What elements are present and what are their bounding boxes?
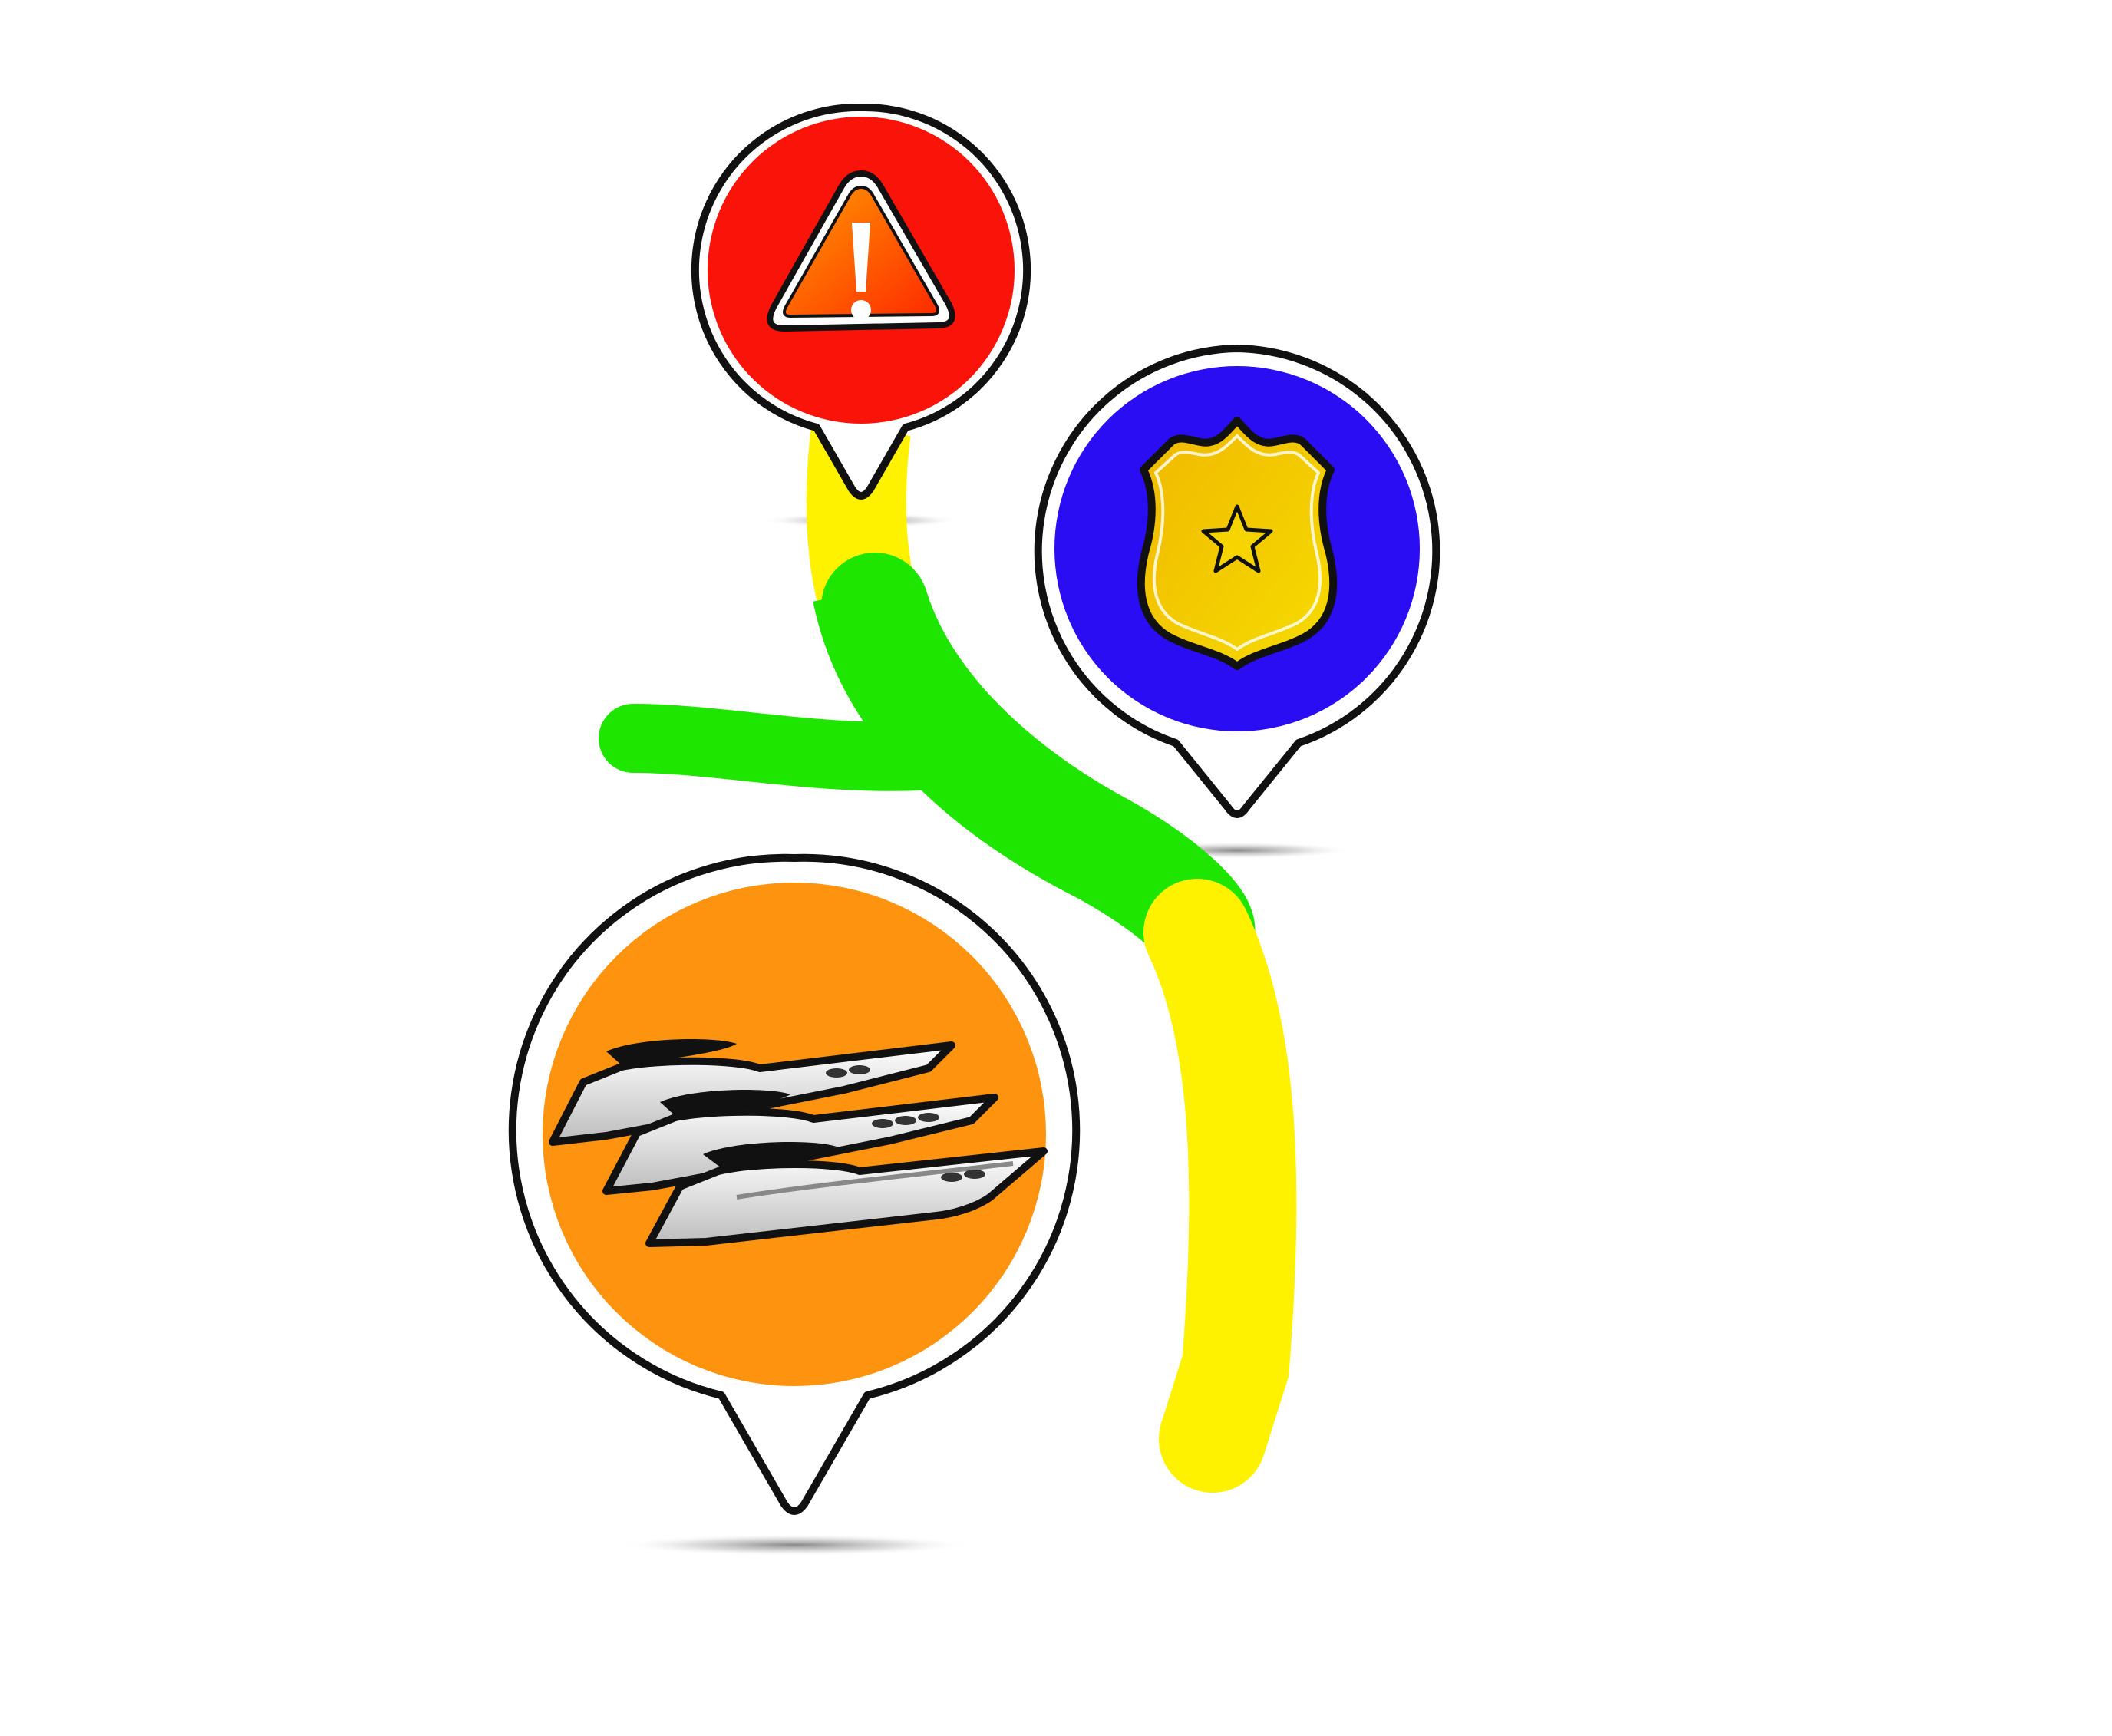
road-south[interactable]	[1143, 879, 1297, 1493]
road-layer	[599, 423, 1297, 1493]
boat-marker-shadow	[618, 1534, 971, 1556]
warning-marker[interactable]	[691, 103, 1031, 500]
police-badge-icon	[1137, 417, 1338, 670]
warning-icon	[767, 170, 955, 332]
speedboat-icon	[549, 1039, 1048, 1247]
police-marker[interactable]	[1034, 345, 1440, 818]
boat-marker[interactable]	[508, 853, 1081, 1515]
